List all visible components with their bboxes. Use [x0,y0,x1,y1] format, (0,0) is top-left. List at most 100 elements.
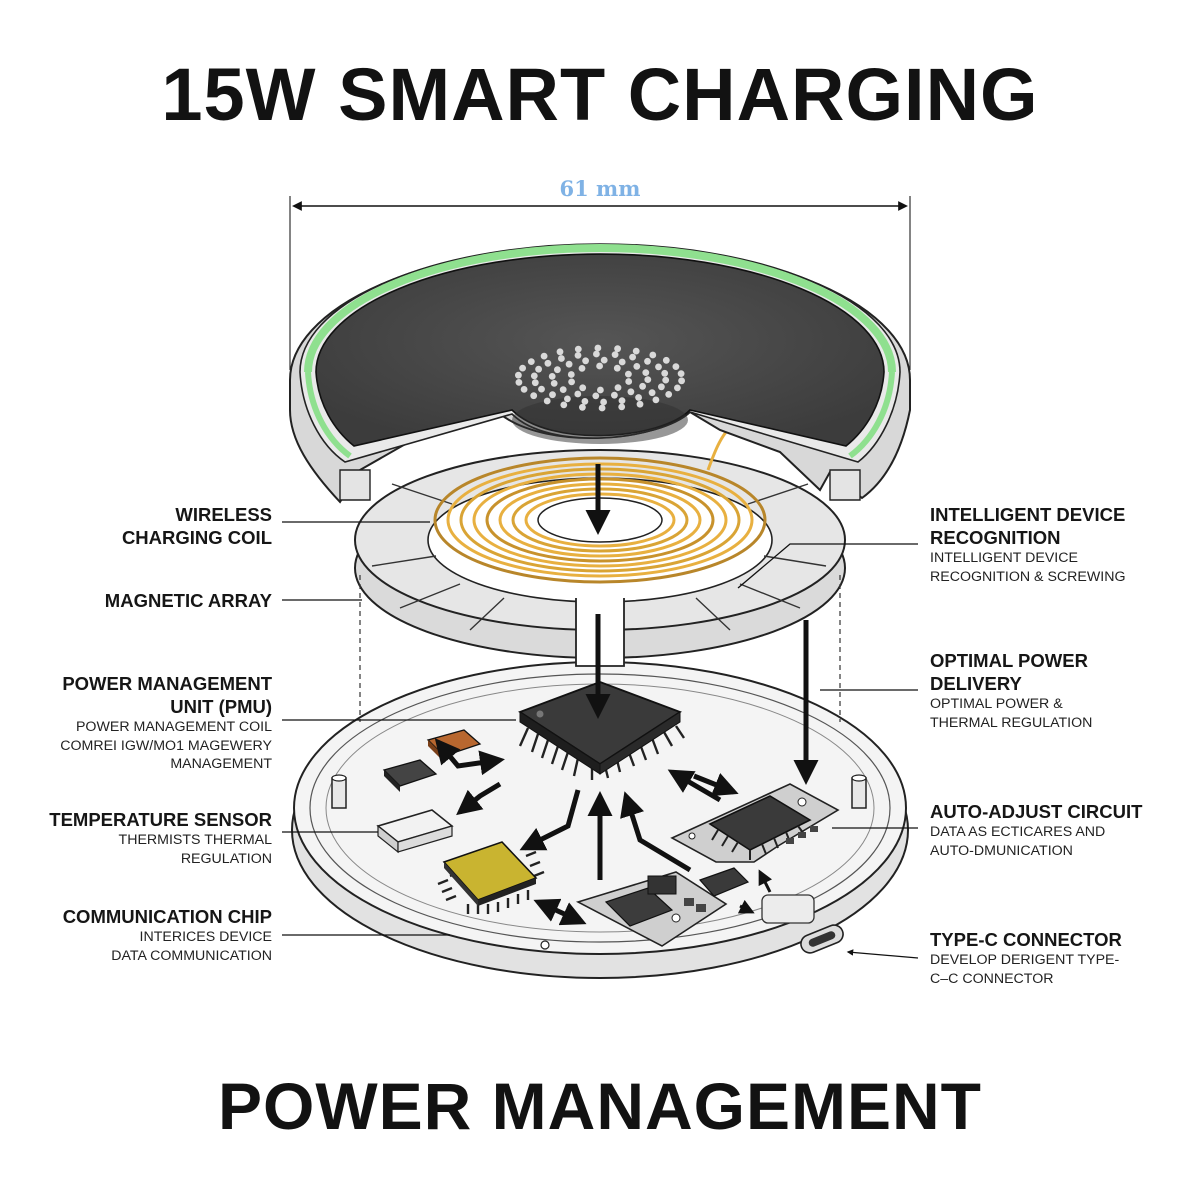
dot [550,380,558,387]
dot [578,365,586,372]
page-subtitle: POWER MANAGEMENT [218,1069,982,1143]
label-heading: AUTO-ADJUST CIRCUIT [930,801,1143,822]
dot [635,394,642,401]
label-description: INTELLIGENT DEVICE [930,550,1078,566]
dot [613,364,621,372]
dot [579,403,586,411]
dot [568,378,575,386]
dot [625,370,632,378]
stack-arrows [585,464,819,785]
dot [672,363,680,370]
label-description: AUTO-DMUNICATION [930,842,1073,859]
label-type-c-connector: TYPE-C CONNECTOR DEVELOP DERIGENT TYPE- … [930,928,1190,988]
dot [677,370,685,377]
label-description: POWER MANAGEMENT COIL [75,719,272,735]
label-heading: WIRELESS [175,504,272,525]
auto-adjust-board [670,783,840,863]
dot [662,356,670,364]
flow-arrows [434,738,773,926]
label-communication-chip: COMMUNICATION CHIP INTERICES DEVICE DATA… [20,905,272,965]
dot [574,345,582,353]
dot [556,348,564,356]
dot [520,386,528,393]
leader-lines [282,521,919,959]
dot [618,403,626,411]
dot [644,376,652,383]
dot [642,369,650,376]
control-board [575,867,750,947]
dot [581,398,589,405]
dot-pattern [515,344,685,412]
dot [661,369,669,377]
dot [662,376,670,384]
dot [559,386,567,393]
label-description: DATA AS ECTICARES AND [930,824,1106,840]
pmu-chip [518,681,685,780]
label-heading: COMMUNICATION CHIP [62,906,272,927]
dot [618,358,626,366]
label-description: DATA COMMUNICATION [111,947,272,964]
dot [558,355,565,362]
dot [678,377,685,385]
dot [538,385,545,393]
label-description: THERMAL REGULATION [930,714,1093,731]
dimension-indicator [289,196,911,370]
top-cap [289,243,911,504]
label-wireless-charging-coil: WIRELESS CHARGING COIL [60,503,272,549]
label-auto-adjust-circuit: AUTO-ADJUST CIRCUIT DATA AS ECTICARES AN… [930,800,1190,860]
dot [611,351,619,358]
dot [530,392,538,400]
dot [530,372,538,380]
dot [565,360,573,368]
dot [636,400,644,408]
dot [594,344,602,352]
dot [515,371,522,379]
communication-chip [437,841,545,914]
dot [531,379,539,387]
dot [600,398,607,406]
dot [652,396,660,404]
alignment-lines [359,575,841,722]
dot [614,384,622,391]
dot [554,366,561,374]
dot [549,391,556,399]
dot [625,378,633,385]
dot [543,397,551,405]
dot [644,357,651,365]
dot [519,364,526,372]
label-heading: MAGNETIC ARRAY [104,590,272,611]
dot [632,347,640,355]
dot [560,401,568,409]
label-intelligent-device-recognition: INTELLIGENT DEVICE RECOGNITION INTELLIGE… [930,503,1190,586]
page-title: 15W SMART CHARGING [161,53,1039,136]
dot [593,350,600,358]
dot [600,356,608,364]
type-c-port [761,894,844,954]
dot [579,384,587,392]
temperature-sensor [376,809,454,854]
dot [515,379,523,386]
label-description: RECOGNITION & SCREWING [930,568,1126,585]
dot [614,345,621,353]
label-heading: CHARGING COIL [121,527,272,548]
dot [592,392,600,400]
dot [655,363,662,371]
dot [574,352,582,359]
label-pmu: POWER MANAGEMENT UNIT (PMU) POWER MANAGE… [20,672,272,774]
label-optimal-power-delivery: OPTIMAL POWER DELIVERY OPTIMAL POWER & T… [930,649,1190,732]
label-heading: POWER MANAGEMENT [62,673,272,694]
label-heading: INTELLIGENT DEVICE [930,504,1126,525]
dot [544,359,552,367]
label-description: REGULATION [180,850,272,867]
dot [597,386,604,394]
dot [648,389,656,397]
label-description: C–C CONNECTOR [930,970,1054,987]
dot [639,382,646,390]
dot [598,404,606,412]
label-heading: RECOGNITION [930,527,1061,548]
label-heading: TEMPERATURE SENSOR [49,809,272,830]
dimension-label: 61 mm [559,176,641,201]
dot [627,388,635,396]
mounting-post [331,774,347,809]
